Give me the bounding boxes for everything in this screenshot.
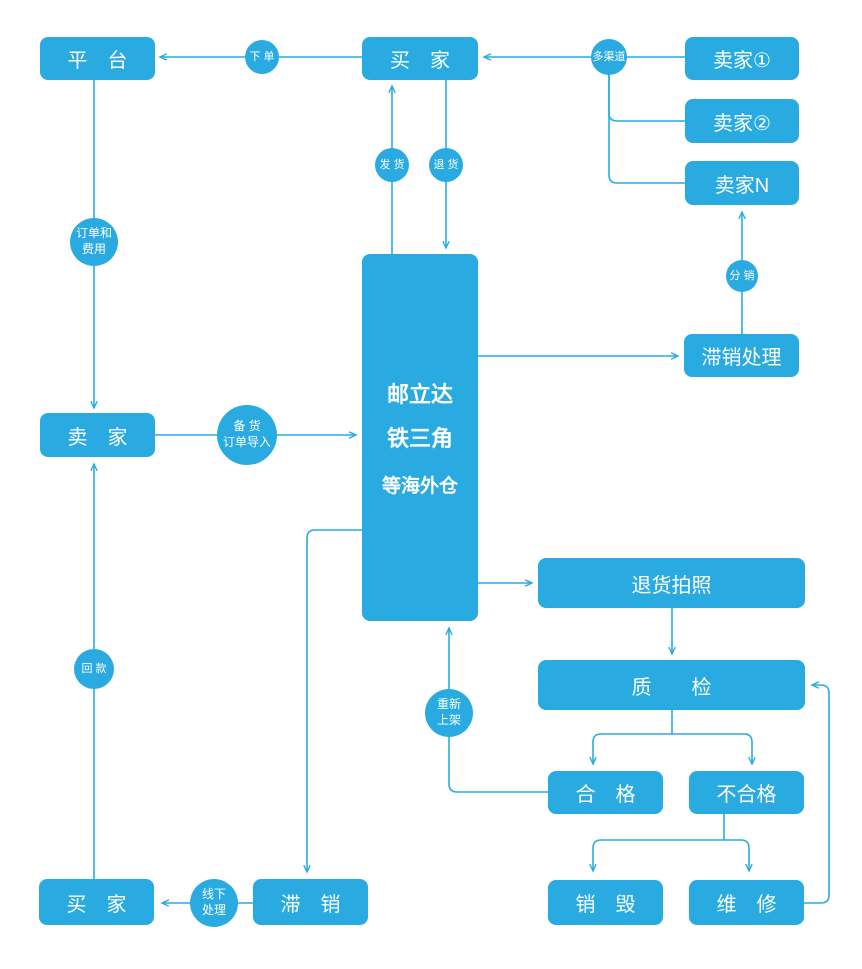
node-quality-check: 质 检 — [538, 660, 805, 710]
edge-label-place-order: 下 单 — [245, 40, 279, 74]
node-buyer-top: 买 家 — [362, 37, 478, 80]
node-unqualified: 不合格 — [689, 771, 804, 814]
node-repair: 维 修 — [689, 880, 804, 925]
node-overseas-warehouse: 邮立达 铁三角 等海外仓 — [362, 254, 478, 621]
connector-qc-to-qualified — [593, 733, 672, 764]
edge-label-order-and-fee: 订单和 费用 — [70, 218, 118, 266]
warehouse-line-2: 铁三角 — [386, 426, 453, 451]
node-slow-sale: 滞 销 — [253, 879, 368, 925]
connector-unqualified-to-destroy — [593, 839, 724, 871]
edge-label-multi-channel: 多渠道 — [591, 39, 627, 75]
warehouse-line-3: 等海外仓 — [381, 476, 458, 497]
connector-qualified-to-warehouse — [449, 628, 548, 793]
edge-label-stock-order-import: 备 货 订单导入 — [217, 405, 277, 465]
connector-seller2-branch — [608, 74, 685, 122]
node-seller-2: 卖家② — [685, 99, 799, 143]
edge-label-return-goods: 退 货 — [429, 148, 463, 182]
connector-sellern-branch — [608, 74, 685, 184]
node-return-photo: 退货拍照 — [538, 558, 805, 608]
node-destroy: 销 毁 — [548, 880, 663, 925]
node-slow-sale-handling: 滞销处理 — [684, 334, 799, 377]
node-buyer-bottom: 买 家 — [39, 879, 154, 925]
edge-label-payment-return: 回 款 — [74, 649, 114, 689]
edge-label-distribution: 分 销 — [726, 260, 758, 292]
connector-warehouse-to-slowsale — [307, 529, 362, 872]
edge-label-reshelve: 重新 上架 — [425, 689, 473, 737]
connector-unqualified-to-repair — [724, 839, 749, 871]
connector-repair-to-qc — [804, 685, 830, 904]
node-seller-1: 卖家① — [685, 37, 799, 80]
edge-label-offline-handling: 线下 处理 — [190, 879, 238, 927]
node-seller-n: 卖家N — [685, 161, 799, 205]
node-platform: 平 台 — [40, 37, 155, 80]
connector-qc-to-unqualified — [672, 733, 752, 764]
node-seller-left: 卖 家 — [40, 413, 155, 457]
node-qualified: 合 格 — [548, 771, 663, 814]
warehouse-line-1: 邮立达 — [386, 382, 453, 407]
edge-label-ship: 发 货 — [375, 148, 409, 182]
